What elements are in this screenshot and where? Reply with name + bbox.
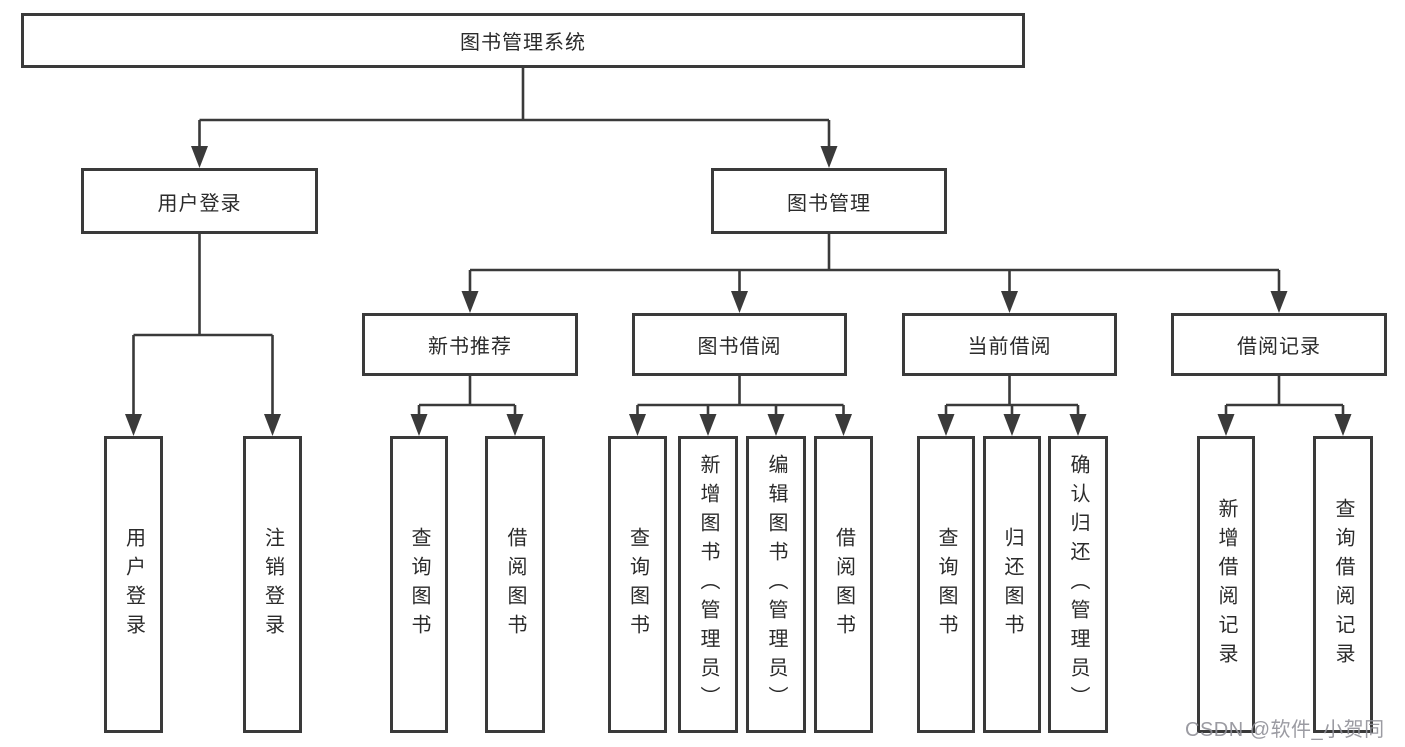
arrowhead [410,414,428,436]
leaf-label: 新增借阅记录 [1215,497,1237,672]
connector-book-management-split [461,234,1288,313]
leaf-label: 新增图书（管理员） [697,454,719,715]
node-library-management-system: 图书管理系统 [21,13,1025,68]
leaf-label: 查询图书 [408,526,430,643]
arrowhead [1217,414,1235,436]
node-borrow-records: 借阅记录 [1171,313,1387,376]
arrowhead [731,291,748,313]
leaf-label: 注销登录 [261,526,284,643]
node-current-borrow: 当前借阅 [902,313,1117,376]
leaf-current-confirm-return-admin: 确认归还（管理员） [1048,436,1108,733]
arrowhead [767,414,785,436]
leaf-label: 归还图书 [1001,526,1023,643]
leaf-label: 确认归还（管理员） [1067,454,1089,715]
leaf-label: 查询借阅记录 [1332,497,1354,672]
leaf-recommend-query-books: 查询图书 [390,436,448,733]
connector-user-login-split [125,234,281,436]
connector-root-split [191,68,838,168]
connector-borrow-records-split [1217,376,1352,436]
arrowhead [461,291,479,313]
node-book-management: 图书管理 [711,168,947,234]
node-new-book-recommend: 新书推荐 [362,313,578,376]
connector-current-borrow-split [937,376,1087,436]
leaf-current-return-books: 归还图书 [983,436,1041,733]
connector-book-borrow-split [629,376,852,436]
leaf-label: 查询图书 [935,526,957,643]
arrowhead [125,414,142,436]
arrowhead [820,146,838,168]
leaf-current-query-books: 查询图书 [917,436,975,733]
leaf-label: 用户登录 [122,526,145,643]
connector-new-book-split [410,376,524,436]
node-book-borrow: 图书借阅 [632,313,847,376]
arrowhead [937,414,955,436]
leaf-logout: 注销登录 [243,436,302,733]
leaf-borrow-edit-books-admin: 编辑图书（管理员） [746,436,806,733]
leaf-recommend-borrow-books: 借阅图书 [485,436,545,733]
leaf-label: 查询图书 [626,526,649,643]
leaf-label: 借阅图书 [504,526,526,643]
leaf-borrow-borrow-books: 借阅图书 [814,436,873,733]
arrowhead [835,414,852,436]
leaf-records-query-record: 查询借阅记录 [1313,436,1373,733]
leaf-label: 借阅图书 [832,526,855,643]
arrowhead [1270,291,1288,313]
leaf-label: 编辑图书（管理员） [765,454,787,715]
leaf-records-add-record: 新增借阅记录 [1197,436,1255,733]
arrowhead [1003,414,1021,436]
arrowhead [1069,414,1087,436]
csdn-watermark: CSDN @软件_小贺同学 [1185,719,1385,741]
node-user-login: 用户登录 [81,168,318,234]
arrowhead [191,146,208,168]
arrowhead [264,414,281,436]
leaf-borrow-add-books-admin: 新增图书（管理员） [678,436,738,733]
arrowhead [1001,291,1018,313]
arrowhead [1334,414,1352,436]
leaf-borrow-query-books: 查询图书 [608,436,667,733]
arrowhead [699,414,717,436]
arrowhead [506,414,524,436]
arrowhead [629,414,646,436]
leaf-user-login: 用户登录 [104,436,163,733]
